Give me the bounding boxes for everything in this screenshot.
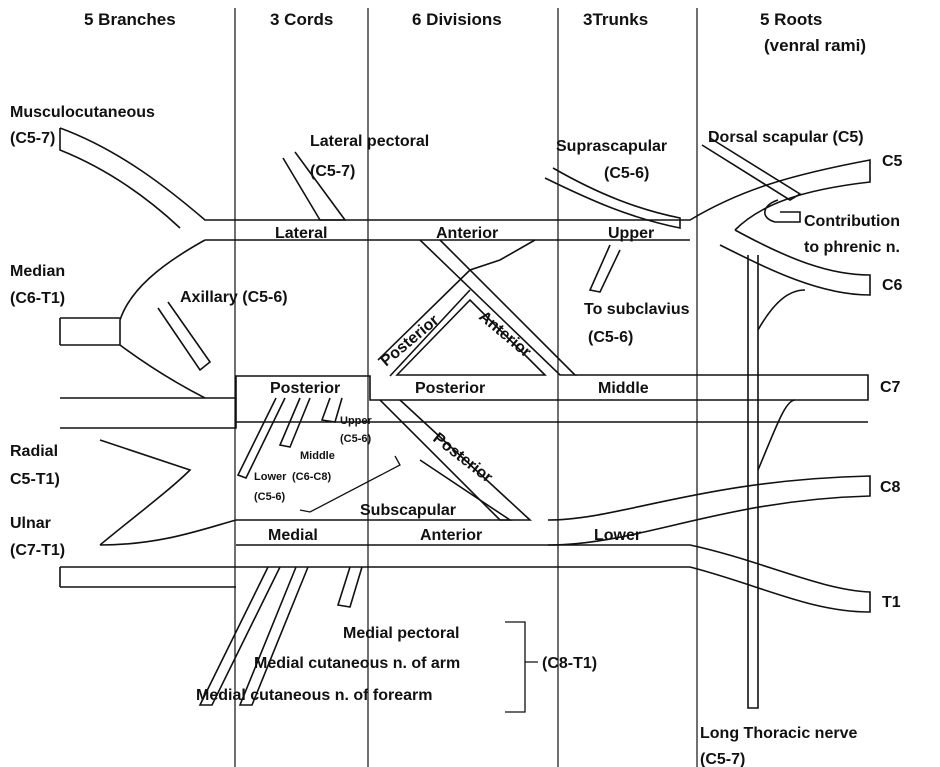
middle-subscapular-label: Middle — [300, 450, 335, 462]
dorsal-scapular-label: Dorsal scapular (C5) — [708, 129, 864, 146]
long-thoracic-roots: (C5-7) — [700, 751, 745, 767]
trunk-labels: Upper Middle Lower — [594, 225, 654, 544]
lateral-pectoral-roots: (C5-7) — [310, 163, 355, 180]
nerve-labels: Dorsal scapular (C5) Contribution to phr… — [180, 129, 900, 767]
root-c5: C5 — [882, 153, 903, 170]
subclavius-label: To subclavius — [584, 301, 690, 318]
root-c6: C6 — [882, 277, 903, 294]
medial-nerves-bracket — [505, 621, 538, 713]
branch-ulnar-roots: (C7-T1) — [10, 542, 65, 559]
header-cords: 3 Cords — [270, 10, 333, 29]
root-t1: T1 — [882, 594, 901, 611]
medial-cutaneous-forearm-label: Medial cutaneous n. of forearm — [196, 687, 432, 704]
lateral-pectoral-label: Lateral pectoral — [310, 133, 429, 150]
root-labels: C5 C6 C7 C8 T1 — [880, 153, 903, 611]
branch-median-roots: (C6-T1) — [10, 290, 65, 307]
trunk-upper: Upper — [608, 225, 654, 242]
division-labels: Anterior Anterior Posterior Posterior Po… — [378, 225, 534, 544]
lower-subscapular-roots: (C6-C8) — [292, 471, 331, 483]
trunk-lower: Lower — [594, 527, 641, 544]
header-divisions: 6 Divisions — [412, 10, 502, 29]
branch-musculocutaneous: Musculocutaneous — [10, 104, 155, 121]
division-anterior-diag: Anterior — [475, 308, 534, 361]
brackets — [299, 455, 538, 713]
plexus-structure — [59, 127, 871, 709]
suprascapular-label: Suprascapular — [556, 138, 667, 155]
branch-radial-roots: C5-T1) — [10, 471, 60, 488]
suprascapular-roots: (C5-6) — [604, 165, 649, 182]
division-posterior-center: Posterior — [415, 380, 485, 397]
column-headers: 5 Branches 3 Cords 6 Divisions 3Trunks 5… — [84, 10, 866, 55]
cord-posterior: Posterior — [270, 380, 340, 397]
lower-subscapular-label: Lower — [254, 471, 287, 483]
phrenic-label-line2: to phrenic n. — [804, 239, 900, 256]
medial-pectoral-label: Medial pectoral — [343, 625, 459, 642]
long-thoracic-label: Long Thoracic nerve — [700, 725, 857, 742]
cord-labels: Lateral Posterior Medial — [268, 225, 340, 544]
root-c7: C7 — [880, 379, 901, 396]
medial-roots-label: (C8-T1) — [542, 655, 597, 672]
root-c8: C8 — [880, 479, 901, 496]
branch-median: Median — [10, 263, 65, 280]
column-dividers — [234, 8, 698, 767]
axillary-label: Axillary (C5-6) — [180, 289, 288, 306]
header-trunks: 3Trunks — [583, 10, 648, 29]
phrenic-label-line1: Contribution — [804, 213, 900, 230]
trunk-middle: Middle — [598, 380, 649, 397]
medial-cutaneous-arm-label: Medial cutaneous n. of arm — [254, 655, 460, 672]
division-anterior-bottom: Anterior — [420, 527, 482, 544]
header-roots: 5 Roots — [760, 10, 822, 29]
upper-subscapular-label: Upper — [340, 415, 373, 427]
header-branches: 5 Branches — [84, 10, 176, 29]
subclavius-roots: (C5-6) — [588, 329, 633, 346]
branch-musculocutaneous-roots: (C5-7) — [10, 130, 55, 147]
division-anterior-top: Anterior — [436, 225, 498, 242]
branch-radial: Radial — [10, 443, 58, 460]
cord-lateral: Lateral — [275, 225, 327, 242]
subscapular-label: Subscapular — [360, 502, 456, 519]
lower-subscapular-roots2: (C5-6) — [254, 491, 286, 503]
header-roots-sub: (venral rami) — [764, 36, 866, 55]
upper-subscapular-roots: (C5-6) — [340, 433, 372, 445]
division-posterior-diag-low: Posterior — [430, 430, 496, 487]
subscapular-bracket — [299, 455, 401, 513]
branch-ulnar: Ulnar — [10, 515, 51, 532]
branch-labels: Musculocutaneous (C5-7) Median (C6-T1) R… — [10, 104, 155, 559]
cord-medial: Medial — [268, 527, 318, 544]
